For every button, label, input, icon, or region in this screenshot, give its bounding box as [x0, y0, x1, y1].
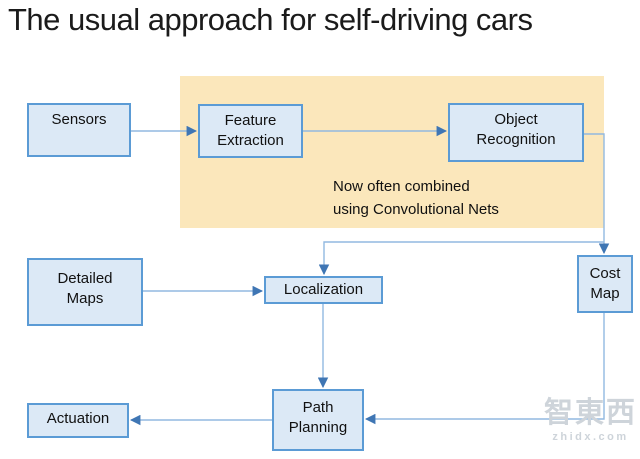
node-path-planning: Path Planning [272, 389, 364, 451]
connector-object-recognition-cost-map [584, 133, 610, 255]
node-localization: Localization [264, 276, 383, 304]
node-object-recognition: Object Recognition [448, 103, 584, 162]
connector-object-recognition-localization [318, 241, 604, 276]
convnet-annotation-line1: Now often combined [333, 178, 470, 195]
node-cost-map: Cost Map [577, 255, 633, 313]
node-feature-extraction: Feature Extraction [198, 104, 303, 158]
watermark-site-url: zhidx.com [552, 431, 629, 443]
node-sensors: Sensors [27, 103, 131, 157]
slide-title: The usual approach for self-driving cars [8, 2, 533, 37]
convnet-annotation: Now often combined using Convolutional N… [333, 175, 499, 221]
convnet-annotation-line2: using Convolutional Nets [333, 201, 499, 218]
connector-cost-map-path-planning [364, 313, 605, 425]
node-actuation: Actuation [27, 403, 129, 438]
watermark-logo: 智東西 [543, 397, 637, 429]
node-detailed-maps: Detailed Maps [27, 258, 143, 326]
